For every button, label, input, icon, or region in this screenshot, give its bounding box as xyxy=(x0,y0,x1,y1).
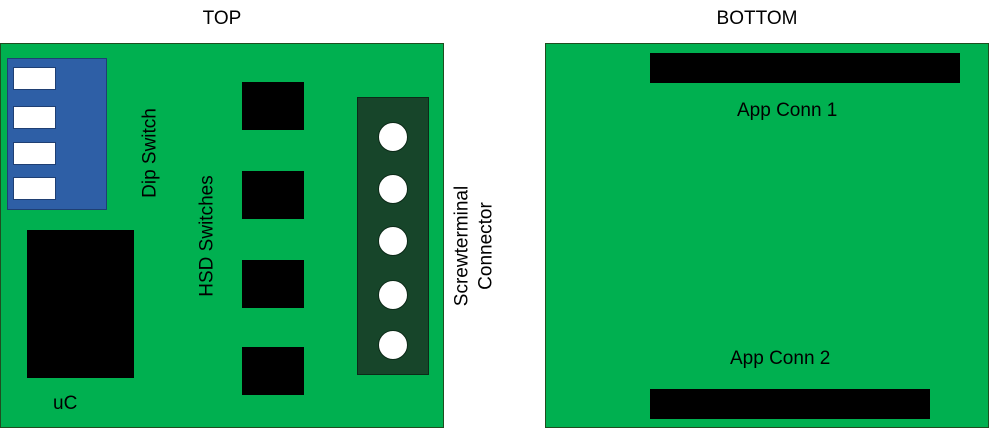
app-conn-2-label: App Conn 2 xyxy=(730,348,831,369)
uc-chip xyxy=(27,230,134,378)
terminal-hole xyxy=(378,174,408,204)
uc-label: uC xyxy=(53,393,78,414)
dip-switch-label: Dip Switch xyxy=(139,108,161,198)
dip-switch-key xyxy=(13,177,56,200)
hsd-switch xyxy=(242,260,304,308)
terminal-hole xyxy=(378,226,408,256)
screw-terminal-label-line1: Screwterminal xyxy=(451,185,473,307)
terminal-hole xyxy=(378,280,408,310)
screw-terminal-label-line2: Connector xyxy=(475,202,496,290)
hsd-switch xyxy=(242,347,304,395)
terminal-hole xyxy=(378,330,408,360)
hsd-switch xyxy=(242,171,304,219)
hsd-switches-label: HSD Switches xyxy=(196,175,218,297)
bottom-board xyxy=(545,43,989,428)
dip-switch-key xyxy=(13,106,56,129)
bottom-heading: BOTTOM xyxy=(716,8,798,29)
dip-switch-key xyxy=(13,142,56,165)
app-conn-2 xyxy=(650,389,930,419)
terminal-hole xyxy=(378,122,408,152)
dip-switch-key xyxy=(13,67,56,90)
hsd-switch xyxy=(242,82,304,130)
screw-terminal-label: Screwterminal Connector xyxy=(450,186,498,306)
app-conn-1 xyxy=(650,53,960,83)
app-conn-1-label: App Conn 1 xyxy=(737,100,838,121)
top-heading: TOP xyxy=(202,8,242,29)
